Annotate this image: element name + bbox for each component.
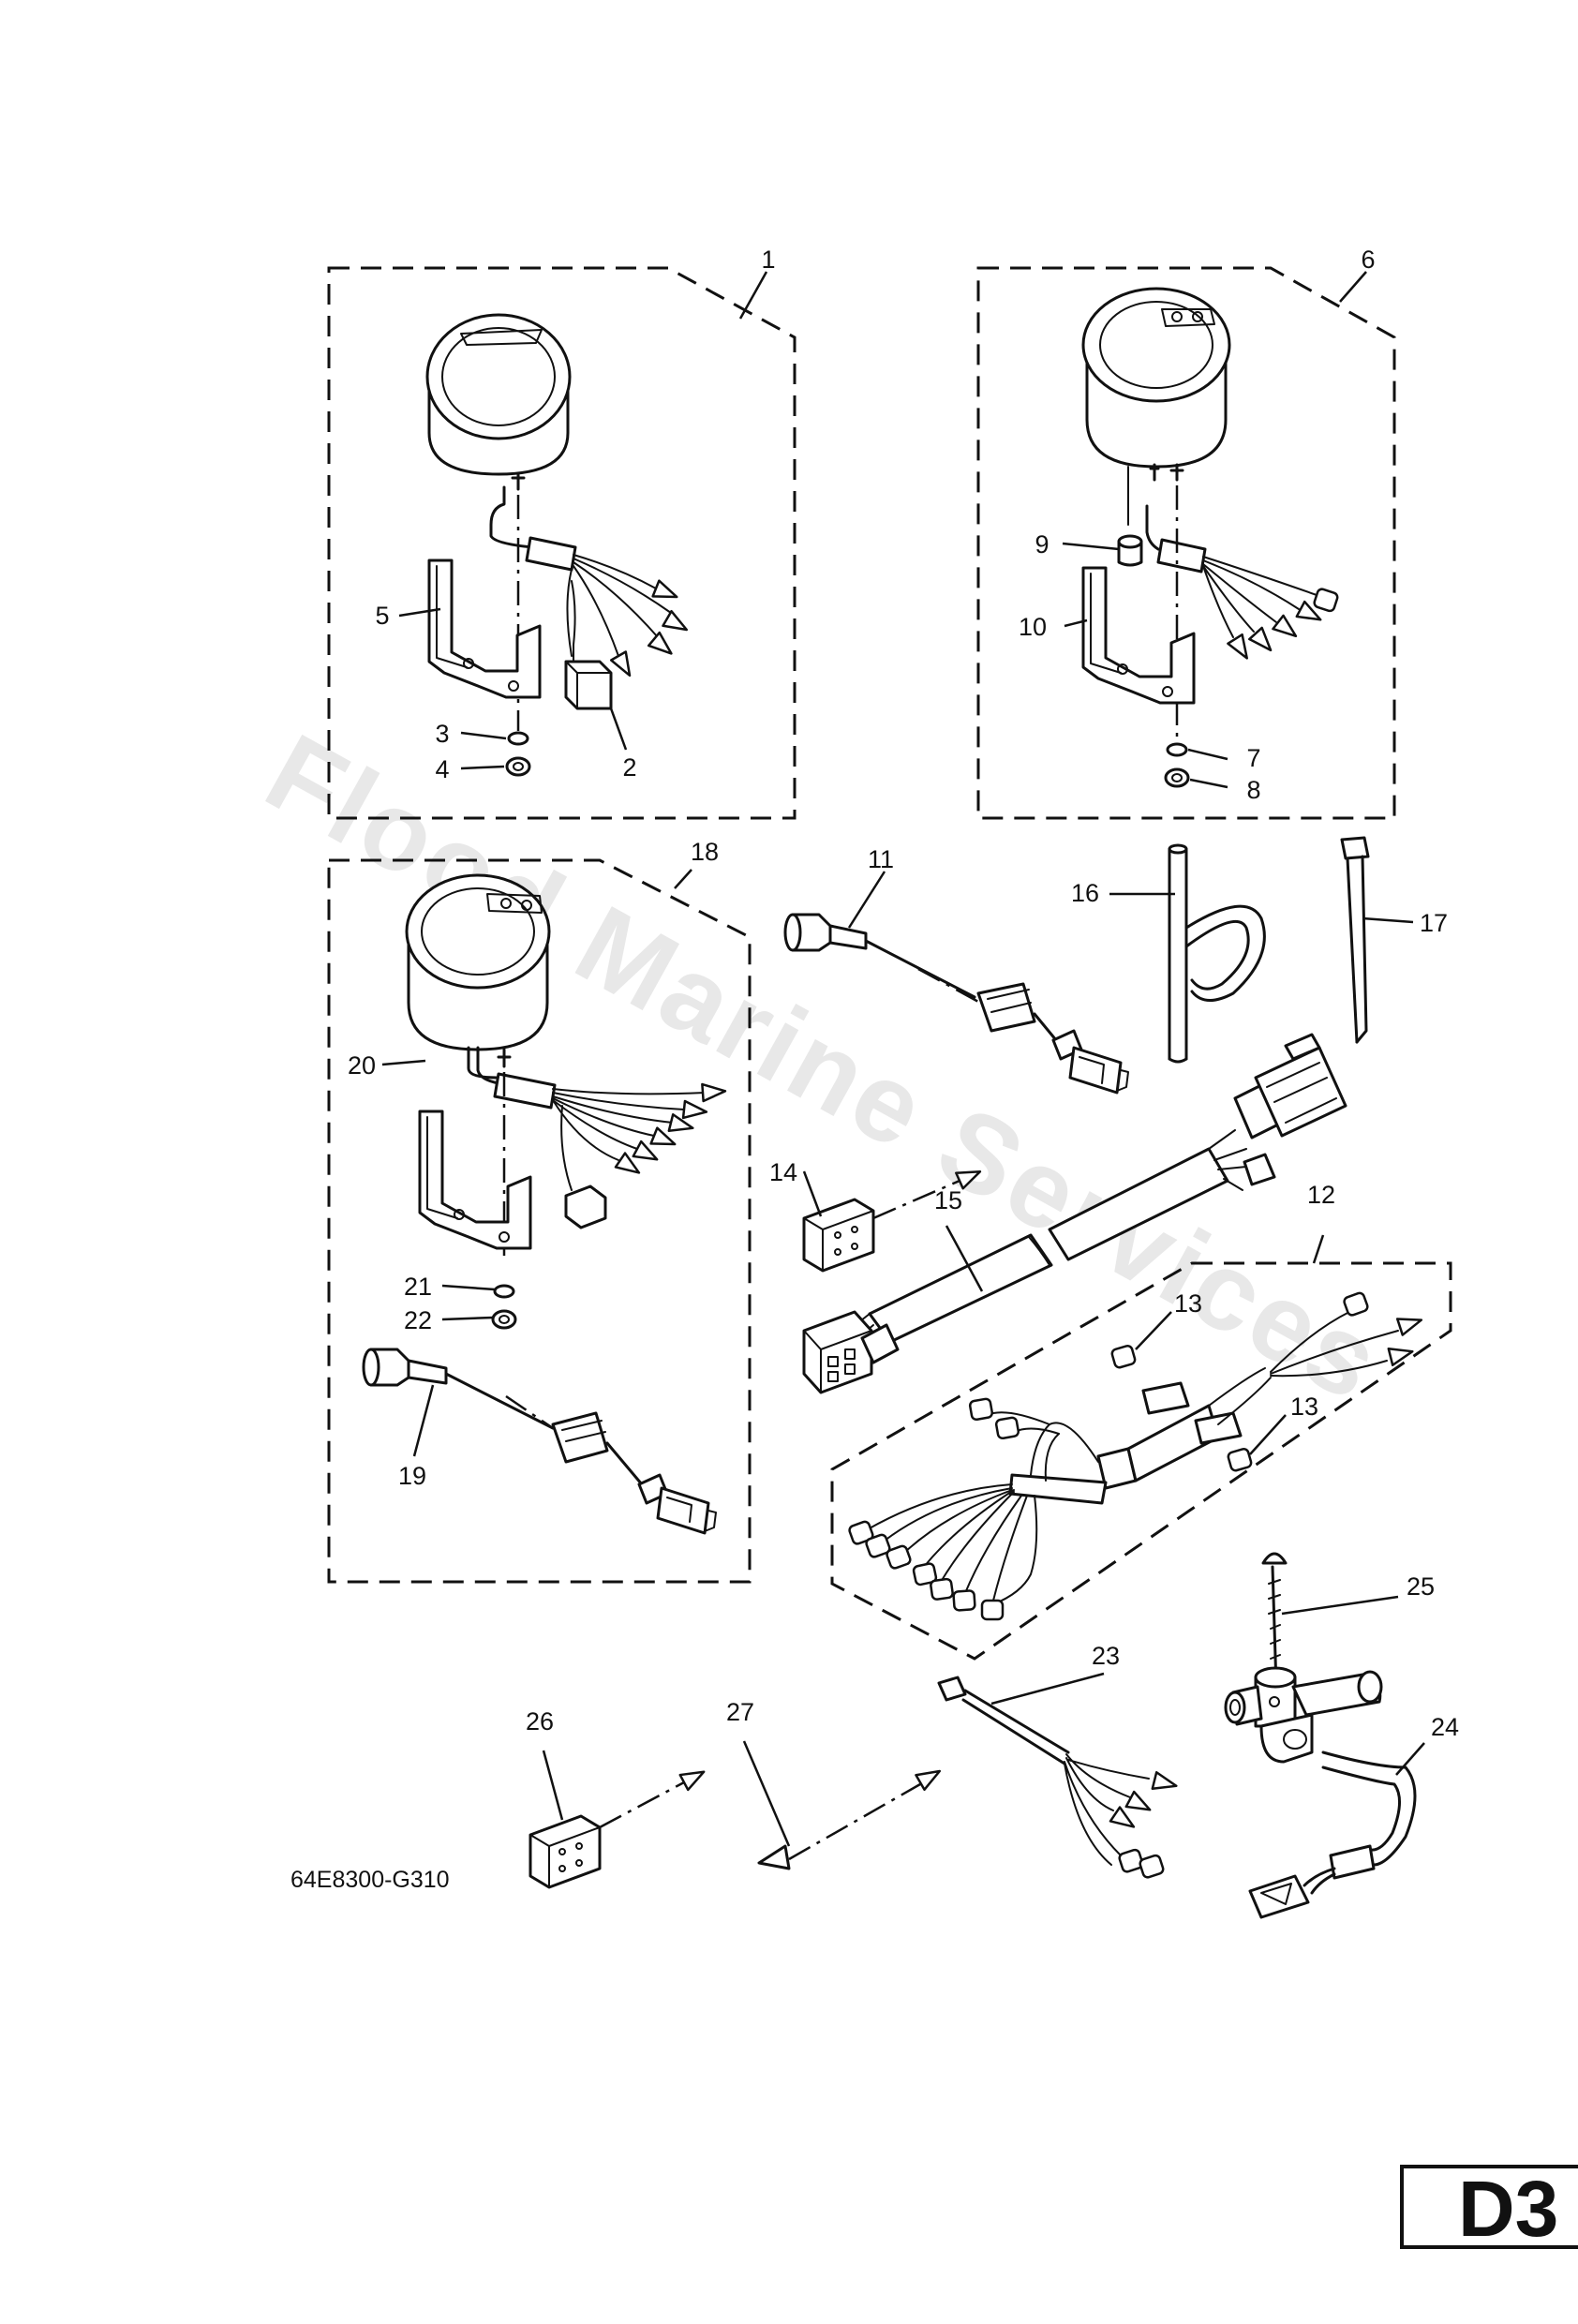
callout-13b: 13 (1290, 1393, 1318, 1421)
group-6-boundary (976, 266, 1396, 820)
callout-24: 24 (1431, 1713, 1459, 1741)
callout-27: 27 (726, 1698, 754, 1726)
bracket-5 (427, 559, 542, 699)
wire-harness-15 (802, 1033, 1347, 1394)
leader-lines (381, 271, 1425, 1847)
cap-26 (528, 1763, 709, 1889)
callout-5: 5 (375, 602, 389, 630)
pointer-27 (757, 1762, 945, 1870)
bracket-20 (418, 1110, 532, 1250)
nut-4 (505, 756, 531, 777)
page-label-box: D3 (1400, 2165, 1578, 2253)
callout-1: 1 (761, 246, 775, 274)
meter-gauge-1 (425, 313, 692, 731)
callout-21: 21 (404, 1273, 432, 1301)
sensor-cable-11 (783, 913, 1129, 1095)
callout-3: 3 (435, 720, 449, 748)
callout-2: 2 (622, 753, 636, 782)
sensor-24 (1224, 1666, 1417, 1919)
callout-26: 26 (526, 1707, 554, 1736)
callout-7: 7 (1246, 744, 1260, 772)
callout-14: 14 (769, 1158, 797, 1186)
callout-20: 20 (348, 1051, 376, 1080)
callout-labels: 1 2 3 4 5 6 7 8 9 10 11 12 13 13 14 15 1… (348, 246, 1459, 1741)
callout-19: 19 (398, 1462, 426, 1490)
callout-11: 11 (868, 845, 894, 873)
callout-25: 25 (1407, 1572, 1435, 1601)
callout-6: 6 (1361, 246, 1375, 274)
cap-14 (802, 1162, 985, 1273)
callout-13a: 13 (1174, 1289, 1202, 1318)
cap-13a (1109, 1343, 1138, 1370)
meter-gauge-6 (1081, 287, 1340, 740)
grommet-9 (1117, 534, 1143, 567)
washer-3 (507, 731, 529, 746)
nut-8 (1164, 767, 1190, 788)
page-label: D3 (1458, 2165, 1558, 2253)
washer-7 (1166, 742, 1188, 757)
callout-10: 10 (1019, 613, 1047, 641)
wire-harness-12 (846, 1290, 1425, 1621)
diagram-code: 64E8300-G310 (290, 1867, 450, 1893)
cable-tie-17 (1340, 836, 1370, 1044)
callout-16: 16 (1071, 879, 1099, 907)
wire-harness-23 (937, 1676, 1180, 1880)
callout-23: 23 (1092, 1642, 1120, 1670)
group-12-boundary (830, 1261, 1452, 1661)
callout-12: 12 (1307, 1181, 1335, 1209)
cap-13b (1226, 1446, 1254, 1473)
cap-2 (564, 580, 613, 710)
washer-21 (493, 1284, 515, 1299)
bracket-10 (1081, 566, 1196, 705)
callout-8: 8 (1246, 776, 1260, 804)
sensor-cable-19 (362, 1348, 717, 1535)
callout-15: 15 (934, 1186, 962, 1214)
callout-18: 18 (691, 838, 719, 866)
group-18-boundary (327, 858, 752, 1584)
hose-16 (1168, 843, 1266, 1064)
callout-22: 22 (404, 1306, 432, 1334)
nut-22 (491, 1309, 517, 1330)
meter-gauge-18 (405, 873, 727, 1256)
callout-9: 9 (1035, 530, 1049, 559)
callout-4: 4 (435, 755, 449, 783)
callout-17: 17 (1420, 909, 1448, 937)
